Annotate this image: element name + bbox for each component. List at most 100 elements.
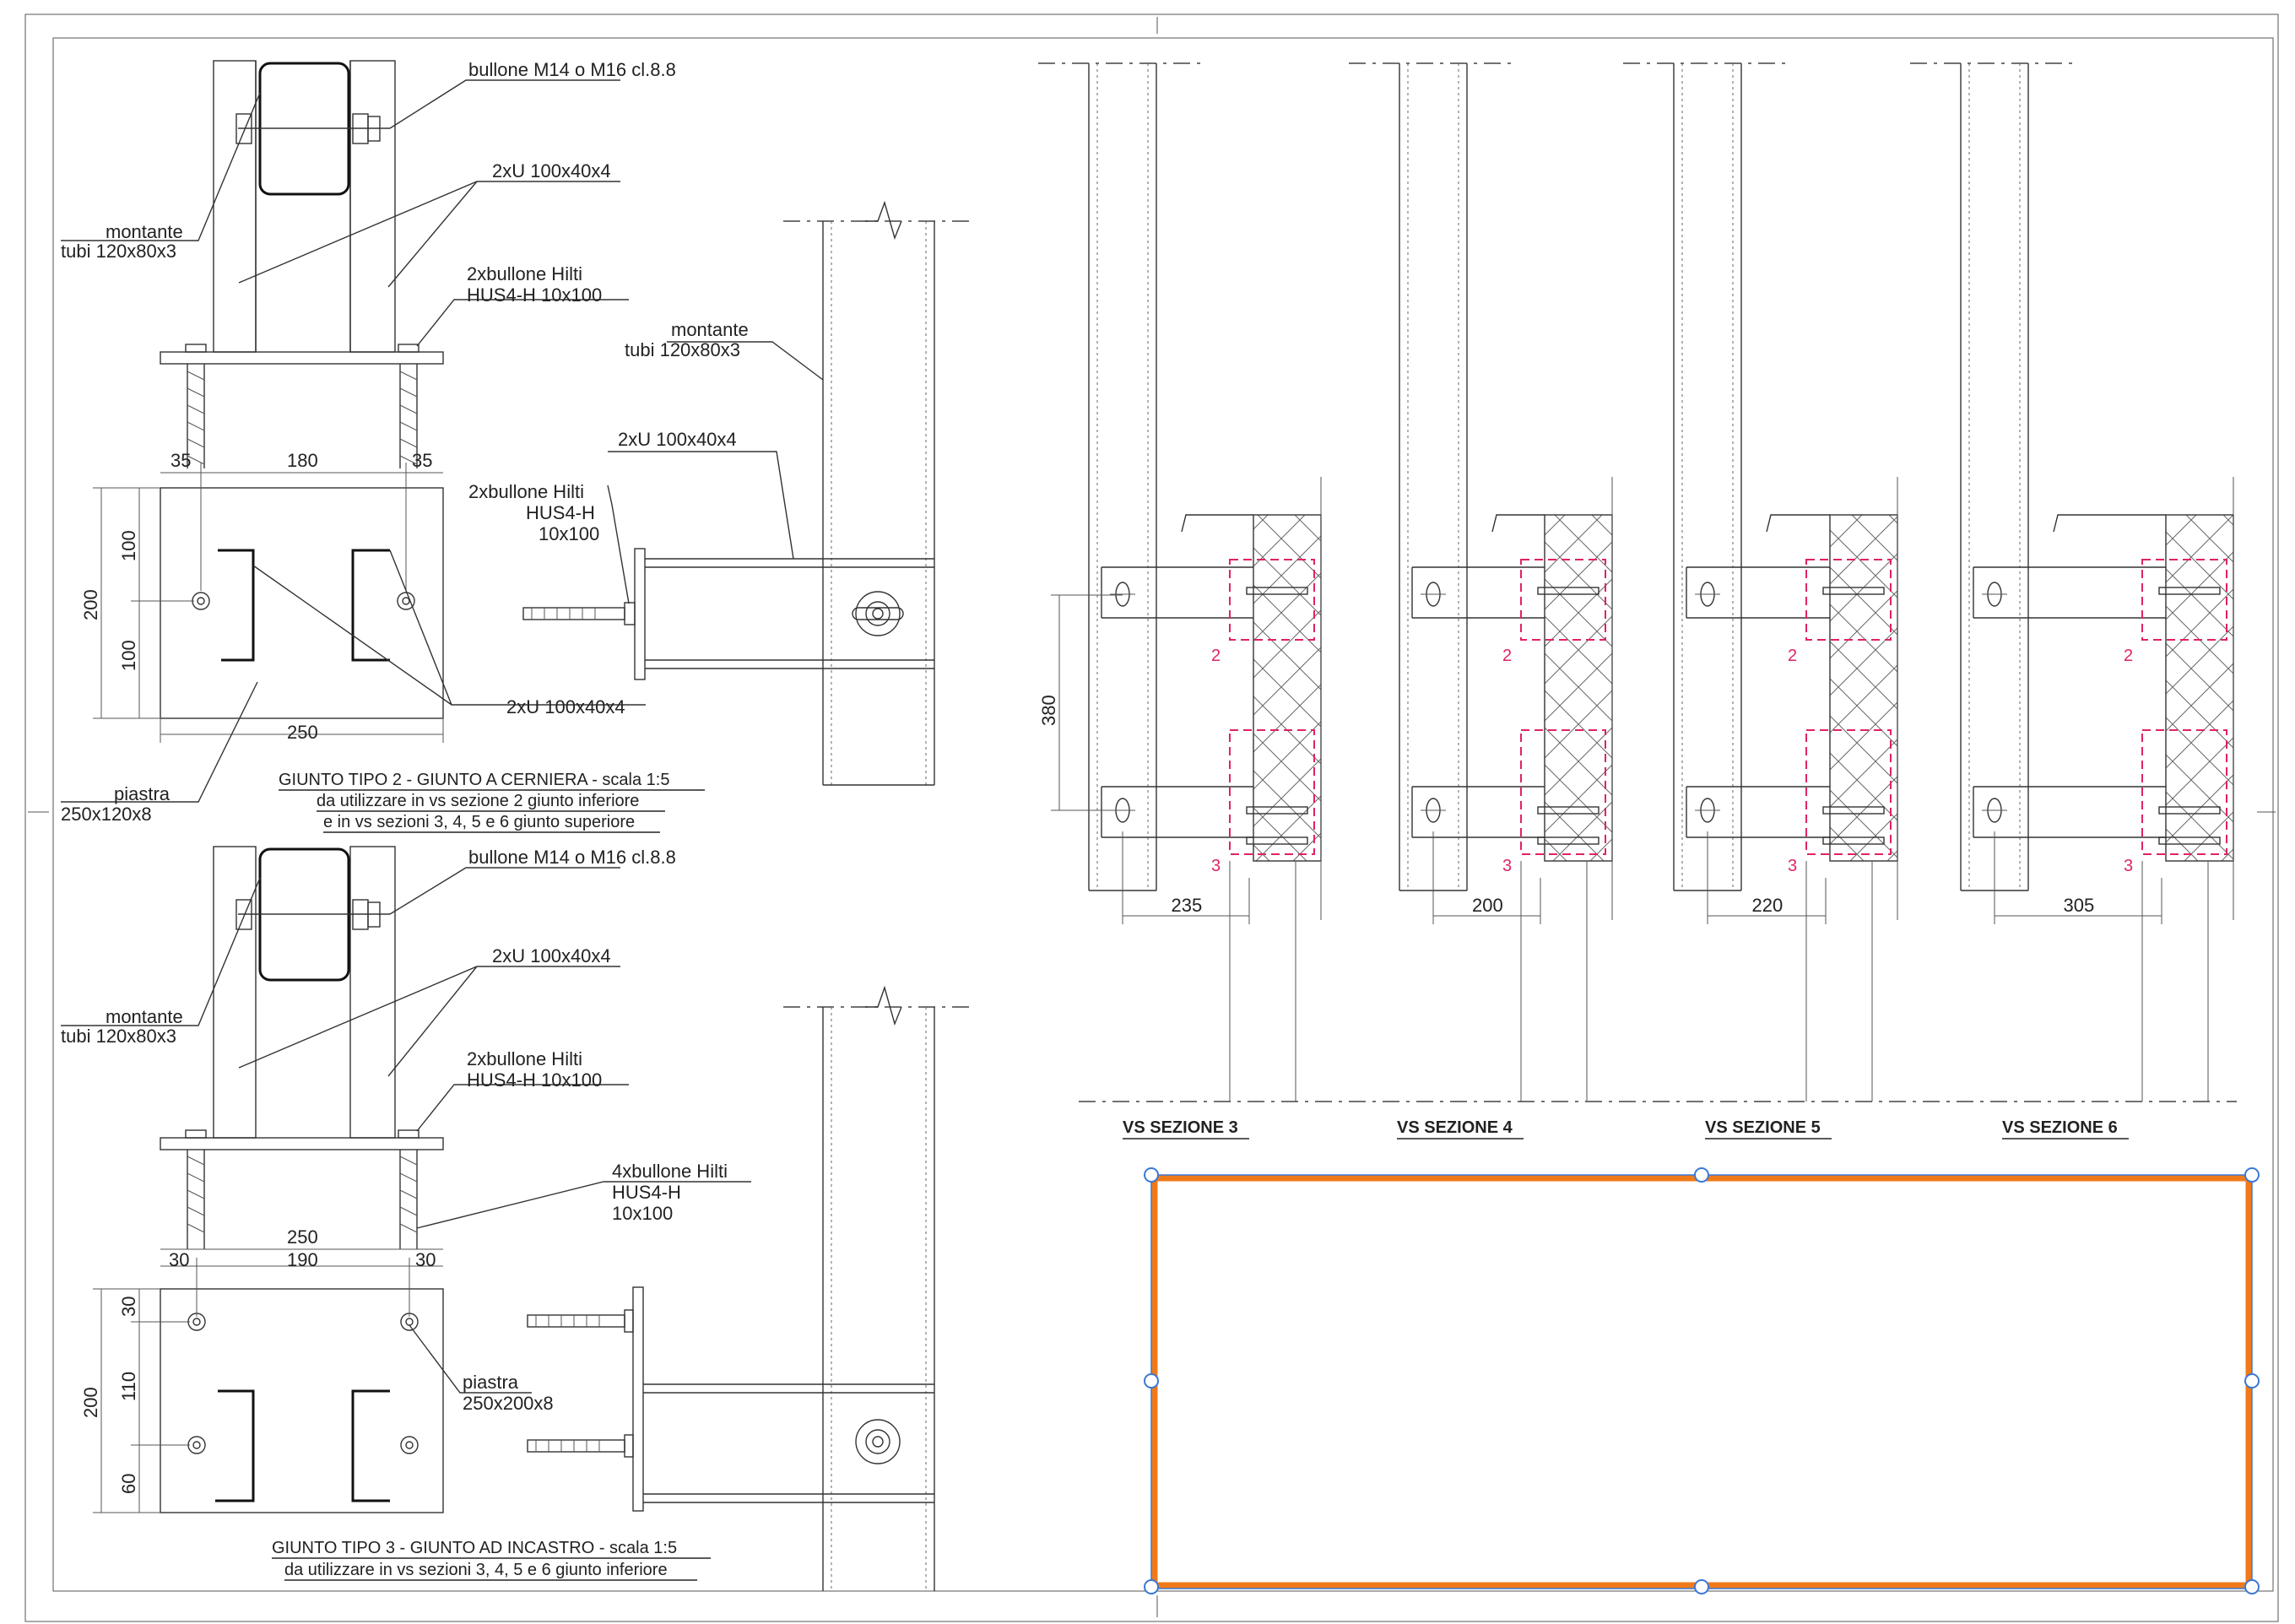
joint-type3-side [527,985,975,1591]
vs-sections: 2 3 235 VS SEZIONE 3 2 3 200 VS SEZIONE 4 2 3 220V… [1038,62,2237,1140]
plate-plan-type2 [160,487,444,719]
label-hus4h-4x: HUS4-H [612,1182,681,1203]
label-tubi-type3: tubi 120x80x3 [61,1026,176,1047]
dim-100-top: 100 [118,530,139,561]
joint-type2-leaders [61,79,629,347]
caption-type2-line3: e in vs sezioni 3, 4, 5 e 6 giunto super… [323,813,635,831]
dim-110: 110 [118,1372,139,1401]
resize-handle-top[interactable] [1694,1167,1709,1183]
label-2xu-plan: 2xU 100x40x4 [506,696,625,717]
label-montante-type3: montante [106,1006,183,1027]
resize-handle-right[interactable] [2244,1373,2260,1389]
label-10x100-side: 10x100 [539,523,599,544]
label-hus4h-side: HUS4-H [526,502,595,523]
dim-30-left: 30 [169,1249,189,1270]
dim-35-left: 35 [171,450,191,471]
mark-top: 2 [1502,647,1512,665]
sheet-border-outer [24,14,2279,1622]
mark-top: 2 [1211,647,1221,665]
leader-piastra-plan [61,681,258,803]
dim-60: 60 [118,1474,139,1494]
label-10x100-4x: 10x100 [612,1203,673,1224]
leader-2xu-plan [252,549,646,706]
label-2xbullone-side: 2xbullone Hilti [468,481,584,502]
joint-type3-plan [93,1248,444,1513]
section-dimension: 305 [2064,895,2095,916]
leader-2xu-side [608,451,794,560]
dim-100-bottom: 100 [118,640,139,671]
resize-handle-left[interactable] [1144,1373,1159,1389]
vs-section-4: 2 3 200 VS SEZIONE 4 [1349,62,1613,1140]
dim-190: 190 [287,1249,318,1270]
section-title: VS SEZIONE 5 [1705,1118,1821,1137]
selection-frame[interactable] [1144,1167,2260,1594]
dim-200-type3: 200 [80,1387,101,1418]
dim-30-vertical: 30 [118,1296,139,1317]
caption-type2-title: GIUNTO TIPO 2 - GIUNTO A CERNIERA - scal… [279,771,669,789]
resize-handle-bottom[interactable] [1694,1579,1709,1594]
caption-type3-line2: da utilizzare in vs sezioni 3, 4, 5 e 6 … [284,1561,668,1579]
dim-250: 250 [287,722,318,743]
u-channel-right [349,60,396,353]
dim-380: 380 [1038,695,1059,726]
label-piastra-type3: piastra [463,1372,519,1393]
joint-type3-elevation [160,846,444,1249]
mark-bottom: 3 [1211,857,1221,875]
joint-type2-plan [93,463,444,743]
mark-top: 2 [2124,647,2133,665]
section-dimension: 200 [1472,895,1503,916]
mark-bottom: 3 [2124,857,2133,875]
section-title: VS SEZIONE 4 [1397,1118,1513,1137]
mark-bottom: 3 [1502,857,1512,875]
joint-type2-side [522,200,975,786]
u-profile-right [351,549,390,662]
label-tubi-side: tubi 120x80x3 [625,339,740,360]
mark-bottom: 3 [1788,857,1797,875]
label-4xbullone: 4xbullone Hilti [612,1161,728,1182]
u-profile-left [218,549,255,662]
label-2xu-type3: 2xU 100x40x4 [492,945,611,966]
label-2xu-side: 2xU 100x40x4 [618,429,737,450]
caption-type3-title: GIUNTO TIPO 3 - GIUNTO AD INCASTRO - sca… [272,1539,677,1557]
mark-top: 2 [1788,647,1797,665]
plate-plan-type3 [160,1288,444,1513]
label-piastra-250x120: 250x120x8 [61,804,152,825]
leader-montante-side [667,341,824,381]
label-2xbullone-type3: 2xbullone Hilti [467,1048,582,1069]
sheet-border-inner [52,37,2274,1592]
label-bolt-m14-type3: bullone M14 o M16 cl.8.8 [468,847,676,868]
vs-section-3: 2 3 235 VS SEZIONE 3 [1038,62,1322,1140]
leader-bolt-side [607,484,630,604]
section-dimension: 235 [1172,895,1203,916]
dim-35-right: 35 [412,450,432,471]
label-montante: montante [106,221,183,242]
base-plate [160,351,444,365]
label-hus4h-10x100: HUS4-H 10x100 [467,284,602,306]
label-bolt-m14: bullone M14 o M16 cl.8.8 [468,59,676,80]
dim-30-right: 30 [415,1249,436,1270]
vs-section-6: 2 3 305 VS SEZIONE 6 [1910,62,2234,1140]
label-2xu: 2xU 100x40x4 [492,160,611,181]
resize-handle-top-left[interactable] [1144,1167,1159,1183]
dim-250-type3: 250 [287,1226,318,1248]
side-plate [634,548,646,680]
label-piastra-250x200: 250x200x8 [463,1393,554,1414]
section-title: VS SEZIONE 3 [1123,1118,1238,1137]
u-channel-left [213,60,257,353]
joint-type2-elevation [160,60,444,468]
dim-180: 180 [287,450,318,471]
label-hus4h-type3: HUS4-H 10x100 [467,1069,602,1091]
selection-rectangle[interactable] [1151,1175,2252,1589]
resize-handle-top-right[interactable] [2244,1167,2260,1183]
label-montante-side: montante [671,319,749,340]
section-dimension: 220 [1752,895,1783,916]
label-2xbullone-hilti: 2xbullone Hilti [467,263,582,284]
caption-type2-line2: da utilizzare in vs sezione 2 giunto inf… [317,792,639,810]
section-title: VS SEZIONE 6 [2002,1118,2118,1137]
resize-handle-bottom-right[interactable] [2244,1579,2260,1594]
dim-200: 200 [80,589,101,620]
resize-handle-bottom-left[interactable] [1144,1579,1159,1594]
vs-section-5: 2 3 220 VS SEZIONE 5 [1623,62,1898,1140]
label-piastra: piastra [114,783,171,804]
